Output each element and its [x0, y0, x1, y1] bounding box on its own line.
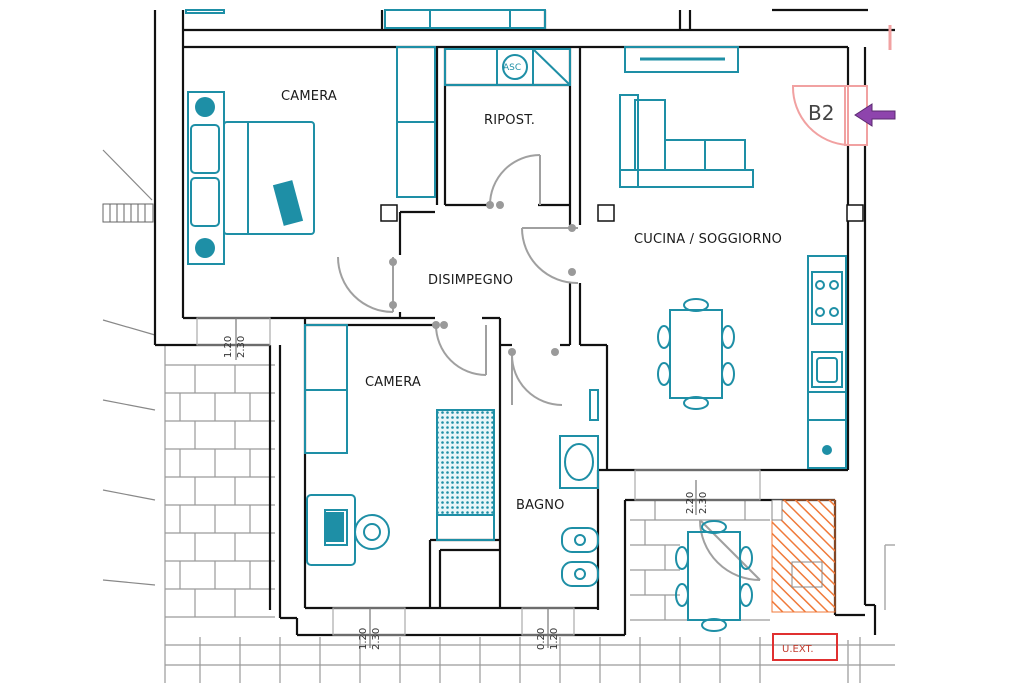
room-label-camera-1: CAMERA	[281, 89, 337, 104]
entrance-door	[791, 25, 892, 146]
walls	[153, 8, 895, 637]
dim-window-2-top: 2.20	[685, 492, 696, 514]
doors	[337, 154, 761, 581]
dim-window-3-bottom: 2.30	[371, 628, 382, 650]
hatched-block	[771, 499, 836, 613]
furniture	[185, 9, 847, 632]
b2-arrow	[854, 103, 896, 127]
door-hinges	[389, 201, 576, 356]
entrance-label-b2: B2	[808, 101, 834, 125]
dim-window-1-bottom: 2.30	[236, 336, 247, 358]
furniture-fills	[195, 97, 832, 542]
dim-window-1-top: 1.20	[223, 336, 234, 358]
room-label-bagno: BAGNO	[516, 498, 565, 513]
exterior-lines	[102, 149, 156, 586]
stair-railing	[102, 203, 154, 223]
dim-window-4-bottom: 1.20	[549, 628, 560, 650]
u-ext-label: U.EXT.	[782, 644, 814, 655]
dim-window-4-top: 0.20	[536, 628, 547, 650]
room-label-cucina-soggiorno: CUCINA / SOGGIORNO	[634, 232, 782, 247]
u-ext-box	[772, 633, 838, 661]
dim-window-2-bottom: 2.30	[698, 492, 709, 514]
room-label-ripostiglio: RIPOST.	[484, 113, 535, 128]
right-edge	[847, 544, 895, 683]
elevator-label: ASC	[503, 63, 521, 73]
dim-window-3-top: 1.20	[358, 628, 369, 650]
room-label-camera-2: CAMERA	[365, 375, 421, 390]
window-frames	[196, 317, 761, 648]
room-label-disimpegno: DISIMPEGNO	[428, 273, 513, 288]
pillars	[380, 204, 864, 222]
